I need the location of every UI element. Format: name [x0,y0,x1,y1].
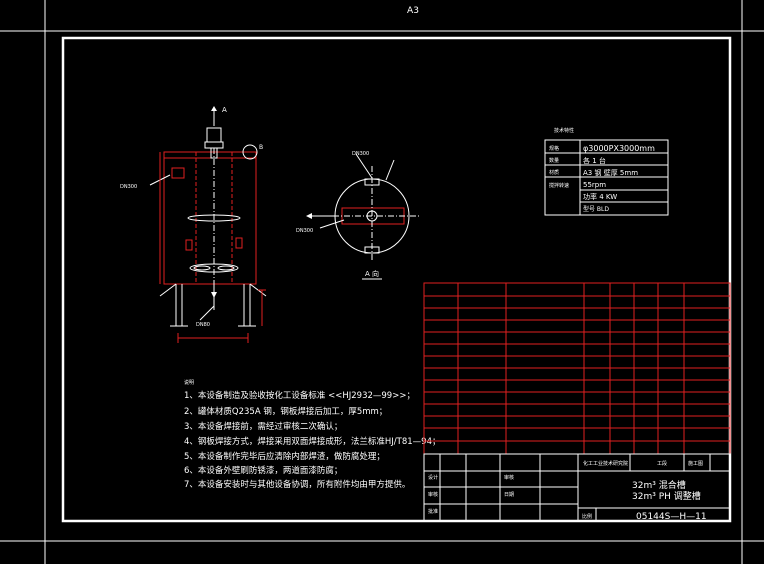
checked-by-label: 审核 [504,474,514,481]
note-6: 6、本设备外壁刷防锈漆，两道面漆防腐； [184,465,342,476]
scale-label: 比例 [582,513,592,520]
spec-value-6: 型号 BLD [583,205,609,213]
nozzle-top-view-left-label: DN300 [296,228,313,234]
nozzle-bottom-label: DN80 [196,322,210,328]
company-name: 化工工业技术研究院 [583,460,628,467]
note-2: 2、罐体材质Q235A 钢，钢板焊接后加工，厚5mm； [184,406,387,417]
view-a-label: A 向 [365,269,379,278]
nozzle-left-label: DN300 [120,184,137,190]
notes-title: 说明 [184,379,194,386]
note-1: 1、本设备制造及验收按化工设备标准 <<HJ2932—99>>； [184,390,415,401]
detail-b-label: B [259,144,263,151]
spec-table: 技术特性 规格 φ3000PX3000mm 数量 各 1 台 材质 A3 钢 壁… [544,127,669,216]
spec-table-title: 技术特性 [554,127,574,134]
spec-value-4: 55rpm [583,181,606,189]
project-label: 施工图 [688,460,703,467]
stage-label: 工段 [657,460,667,467]
sign-label-approve: 批准 [428,508,438,515]
spec-value-5: 功率 4 KW [583,192,617,201]
tank-top-view: DN300 DN300 A 向 [296,151,420,280]
note-3: 3、本设备焊接前，需经过审核二次确认； [184,421,342,432]
spec-label-4: 搅拌转速 [549,182,569,189]
drawing-title-1: 32m³ 混合槽 [632,479,686,491]
drawing-border [61,36,732,523]
note-7: 7、本设备安装时与其他设备协调，所有附件均由甲方提供。 [184,479,410,490]
tank-front-elevation: A DN300 B DN80 [120,106,267,343]
spec-label-3: 材质 [549,169,559,176]
date-label: 日期 [504,492,514,498]
nozzle-top-view-top-label: DN300 [352,151,369,157]
note-5: 5、本设备制作完毕后应清除内部焊渣，做防腐处理； [184,451,385,462]
drawing-title-2: 32m³ PH 调整槽 [632,490,701,502]
note-4: 4、钢板焊接方式，焊接采用双面焊接成形，法兰标准HJ/T81—94； [184,436,441,447]
spec-label-2: 数量 [549,157,559,164]
sheet-size-label: A3 [407,6,419,16]
sign-label-design: 设计 [428,474,438,481]
parts-list-grid [423,282,731,455]
spec-value-1: φ3000PX3000mm [583,144,655,153]
arrow-a-label: A [222,106,227,114]
spec-value-2: 各 1 台 [583,156,606,165]
sign-label-review: 审核 [428,491,438,498]
title-block: 设计 审核 批准 审核 日期 化工工业技术研究院 工段 施工图 32m³ 混合槽… [423,453,731,522]
spec-value-3: A3 钢 壁厚 5mm [583,168,638,177]
spec-label-1: 规格 [549,145,559,152]
design-notes: 说明 1、本设备制造及验收按化工设备标准 <<HJ2932—99>>； 2、罐体… [184,379,441,490]
drawing-number: 05144S—H—11 [636,512,707,522]
